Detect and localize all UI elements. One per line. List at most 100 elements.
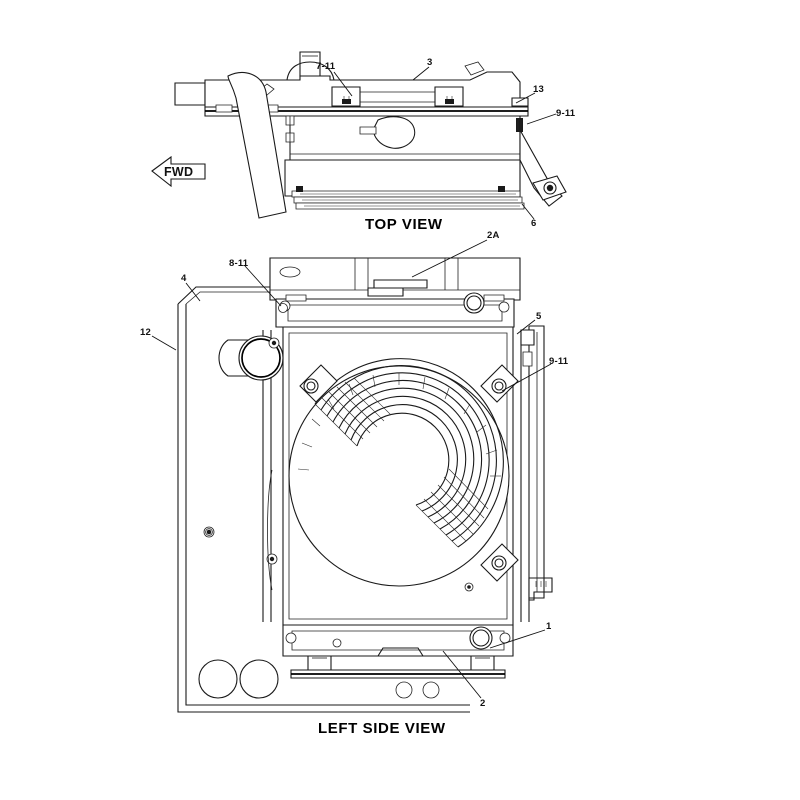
side-hose-flange-inner bbox=[241, 338, 281, 378]
side-upper-beam bbox=[275, 298, 515, 328]
side-right-outer-frame bbox=[529, 325, 545, 599]
leader-8-11 bbox=[244, 265, 282, 307]
top-view-edge-bolt-threads bbox=[517, 120, 522, 130]
top-view-rail-bolt-right bbox=[498, 186, 505, 192]
side-right-hook-teeth bbox=[535, 581, 547, 587]
side-panel-fastener-ring bbox=[205, 528, 213, 536]
side-panel-hole-b bbox=[239, 659, 279, 699]
callout-label-3: 3 bbox=[427, 57, 432, 68]
top-view-fin-rails bbox=[291, 190, 525, 210]
fan-ear-bottom-right-eye bbox=[491, 555, 507, 571]
side-panel-top-chamfer bbox=[177, 286, 270, 305]
callout-label-13: 13 bbox=[533, 84, 544, 95]
fwd-arrow-shape bbox=[151, 155, 206, 188]
side-top-header-dividers bbox=[354, 258, 459, 290]
leader-7-11 bbox=[333, 71, 353, 97]
fan-guard-rungs-lower-right bbox=[415, 468, 489, 548]
side-right-bracket-top bbox=[520, 329, 535, 346]
side-bottom-beam-inner bbox=[291, 630, 505, 651]
top-view-cap-stem bbox=[359, 126, 377, 135]
side-outer-panel-inner bbox=[185, 304, 470, 706]
top-view-left-stub bbox=[174, 82, 206, 106]
side-outer-panel-left bbox=[177, 304, 470, 713]
top-view-filler-neck bbox=[299, 51, 321, 77]
callout-label-5: 5 bbox=[536, 311, 542, 322]
fan-ear-top-right-hole bbox=[494, 381, 504, 391]
top-view-group bbox=[174, 51, 567, 219]
side-bottom-hole-left bbox=[285, 632, 297, 644]
guard-arc-3 bbox=[326, 372, 490, 536]
callout-label-9-11-side: 9-11 bbox=[549, 356, 569, 367]
left-side-view-title: LEFT SIDE VIEW bbox=[318, 720, 446, 737]
top-view-diagonal-hose bbox=[227, 72, 287, 219]
fan-guard-rungs-upper-left bbox=[314, 377, 392, 447]
side-core-hole-lower-dot bbox=[467, 585, 471, 589]
fan-guard-arcs bbox=[314, 358, 504, 548]
leader-1 bbox=[489, 629, 546, 649]
top-view-bolt-left bbox=[342, 99, 351, 104]
top-view-bolt-right bbox=[445, 99, 454, 104]
callout-label-1: 1 bbox=[546, 621, 552, 632]
callout-label-4: 4 bbox=[181, 273, 187, 284]
fan-circle-outer bbox=[288, 365, 510, 587]
callout-label-8-11: 8-11 bbox=[229, 258, 249, 269]
fan-ear-top-left-eye bbox=[303, 378, 319, 394]
callout-label-layer: 7-11 3 13 9-11 6 2A 8-11 4 12 5 9-11 1 2 bbox=[140, 57, 576, 709]
top-view-rail-bolt-left bbox=[296, 186, 303, 192]
side-lower-hole-a bbox=[395, 681, 413, 699]
side-left-tank-fastener-hole bbox=[269, 556, 275, 562]
left-side-view-group bbox=[177, 257, 553, 713]
fan-ear-bottom-right-hole bbox=[494, 558, 504, 568]
guard-arc-7 bbox=[350, 404, 458, 512]
side-radiator-core-inner bbox=[288, 332, 508, 620]
fwd-arrow-group bbox=[151, 155, 206, 188]
side-bottom-boss-inner bbox=[472, 629, 490, 647]
leader-5 bbox=[516, 319, 536, 335]
side-right-bracket-pad bbox=[522, 351, 533, 367]
top-view-mount-pad-left bbox=[331, 86, 361, 107]
side-top-header bbox=[269, 257, 521, 301]
leader-12 bbox=[151, 335, 177, 351]
side-beam-pad-right bbox=[483, 294, 505, 302]
top-view-mount-pad-right bbox=[434, 86, 464, 107]
guard-arc-5 bbox=[338, 387, 475, 524]
leader-2A bbox=[411, 239, 488, 278]
side-beam-boss-inner bbox=[466, 295, 482, 311]
top-view-callout-leaders bbox=[333, 66, 557, 220]
top-view-oval-cap bbox=[373, 116, 416, 149]
callout-label-2A: 2A bbox=[487, 230, 500, 241]
leader-2 bbox=[442, 650, 482, 699]
leader-9-11-side bbox=[501, 363, 552, 392]
leader-9-11-top bbox=[526, 113, 557, 125]
guard-arc-4 bbox=[332, 379, 483, 530]
top-view-pad-a bbox=[215, 104, 233, 113]
fan-ear-top-right-eye bbox=[491, 378, 507, 394]
leader-13 bbox=[515, 92, 536, 104]
side-hose-bolt-hole bbox=[271, 340, 277, 346]
side-beam-hole-right bbox=[498, 301, 510, 313]
callout-label-6: 6 bbox=[531, 218, 536, 229]
side-bottom-hole-mid bbox=[332, 638, 342, 648]
callout-label-7-11: 7-11 bbox=[316, 61, 336, 72]
leader-4 bbox=[185, 282, 201, 302]
side-lower-hole-b bbox=[422, 681, 440, 699]
callout-label-12: 12 bbox=[140, 327, 151, 338]
top-view-edge-pad-13 bbox=[511, 97, 529, 107]
top-view-title: TOP VIEW bbox=[365, 216, 443, 233]
view-title-layer: TOP VIEW LEFT SIDE VIEW bbox=[318, 216, 446, 737]
side-view-callout-leaders bbox=[151, 239, 552, 699]
side-cap-plate bbox=[373, 279, 428, 289]
side-panel-top-chamfer-inner bbox=[185, 291, 270, 305]
side-header-slot bbox=[279, 266, 301, 278]
fan-guard-midband bbox=[297, 373, 501, 477]
guard-arc-1 bbox=[314, 358, 504, 548]
guard-arc-6 bbox=[344, 395, 467, 518]
fan-ear-top-left-hole bbox=[306, 381, 316, 391]
side-beam-notch bbox=[377, 647, 424, 657]
fwd-arrow-label: FWD bbox=[164, 165, 193, 179]
callout-label-2: 2 bbox=[480, 698, 485, 709]
top-view-angled-tab bbox=[464, 61, 485, 76]
side-panel-fastener-hole bbox=[206, 529, 212, 535]
side-upper-beam-inner bbox=[287, 304, 503, 322]
